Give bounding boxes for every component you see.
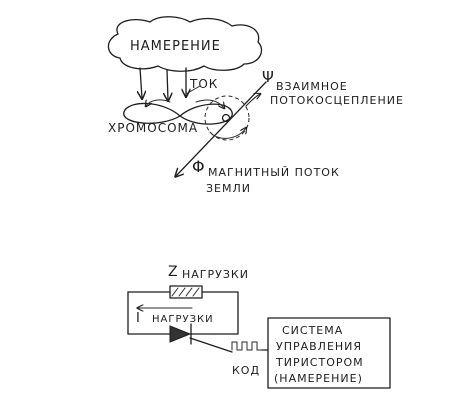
intention-arrow-2 bbox=[167, 69, 168, 100]
code-label: КОД bbox=[232, 364, 260, 377]
chromosome-current-arrow-left bbox=[146, 100, 171, 106]
thyristor bbox=[169, 323, 233, 353]
thyristor-gate-wire bbox=[189, 337, 233, 353]
system-line-4: (НАМЕРЕНИЕ) bbox=[274, 372, 363, 385]
flux-rotation-arrow bbox=[209, 128, 246, 139]
earth-flux-line-2: ЗЕМЛИ bbox=[206, 182, 251, 195]
load-label: НАГРУЗКИ bbox=[182, 268, 249, 281]
earth-flux-arrow bbox=[176, 81, 267, 176]
intention-arrows bbox=[140, 67, 186, 100]
current-pointer-line bbox=[185, 85, 201, 95]
resistor-hatch-3 bbox=[185, 287, 193, 297]
impedance-symbol: Z bbox=[168, 264, 179, 280]
load-current-label: НАГРУЗКИ bbox=[152, 314, 214, 325]
system-line-1: СИСТЕМА bbox=[282, 324, 343, 337]
phi-symbol: Φ bbox=[192, 157, 206, 176]
earth-flux-line-1: МАГНИТНЫЙ ПОТОК bbox=[208, 166, 340, 179]
chromosome-shape bbox=[123, 102, 233, 125]
thyristor-control-system-box bbox=[267, 317, 391, 389]
resistor-hatch-4 bbox=[192, 287, 200, 297]
load-resistor bbox=[169, 285, 203, 299]
thyristor-triangle bbox=[169, 325, 192, 343]
system-line-2: УПРАВЛЕНИЯ bbox=[276, 340, 362, 353]
resistor-hatch-1 bbox=[171, 287, 179, 297]
system-line-3: ТИРИСТОРОМ bbox=[275, 356, 364, 369]
flux-center-point bbox=[221, 113, 231, 123]
flux-rotation-arrow-top bbox=[245, 94, 260, 107]
intention-cloud bbox=[107, 16, 263, 72]
psi-symbol: Ψ bbox=[262, 68, 275, 86]
mutual-flux-axis bbox=[176, 81, 267, 176]
chromosome-label: ХРОМОСОМА bbox=[108, 121, 198, 135]
intention-label: НАМЕРЕНИЕ bbox=[130, 39, 221, 54]
current-symbol: I bbox=[136, 311, 141, 326]
mutual-linkage-line-1: ВЗАИМНОЕ bbox=[276, 80, 348, 93]
mutual-flux-loop bbox=[204, 95, 250, 141]
mutual-linkage-line-2: ПОТОКОСЦЕПЛЕНИЕ bbox=[270, 94, 404, 107]
current-label: ТОК bbox=[189, 77, 218, 91]
intention-arrow-1 bbox=[140, 67, 142, 98]
chromosome-current-arrow-right bbox=[195, 99, 224, 108]
resistor-hatch-2 bbox=[178, 287, 186, 297]
code-pulse-train bbox=[231, 341, 263, 351]
load-circuit bbox=[127, 285, 239, 335]
